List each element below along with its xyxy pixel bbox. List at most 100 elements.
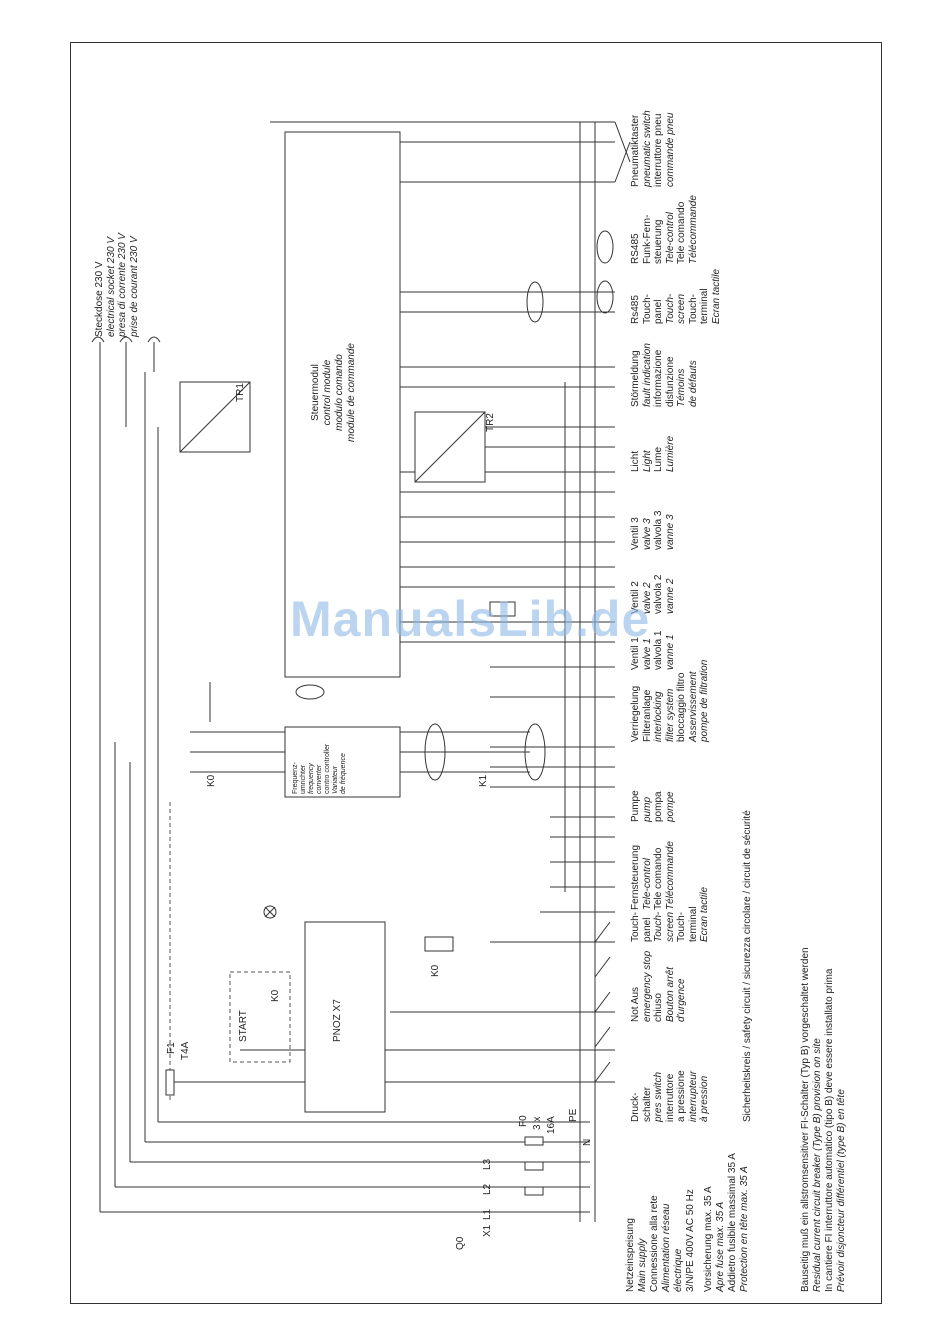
socket-0: Steckdose 230 V — [94, 261, 105, 337]
k0-coil — [424, 936, 454, 952]
touch1-5: terminal — [687, 906, 699, 942]
l1-label: L1 — [482, 1208, 493, 1220]
touch2-6: terminal — [699, 288, 710, 324]
touch2-3: Touch- — [664, 293, 676, 324]
k1-contactor-label: K1 — [478, 774, 489, 787]
v3-3: vanne 3 — [664, 514, 676, 550]
stoer-5: de défauts — [687, 360, 699, 407]
socket-l — [91, 336, 105, 343]
fu-6: de fréquence — [340, 753, 347, 794]
pnoz-box — [304, 921, 386, 1113]
licht-1: Light — [641, 450, 653, 472]
fern-3: Télécommande — [664, 841, 676, 910]
verr-3: filter system — [664, 688, 676, 742]
pnoz-label: PNOZ X7 — [332, 999, 343, 1042]
funk-4: Tele comando — [676, 201, 687, 264]
fu-1: umrichter — [300, 764, 307, 794]
fern-2: Tele comando — [653, 847, 664, 910]
v1-3: vanne 1 — [664, 634, 676, 670]
steuer-3: module de commande — [346, 343, 357, 442]
touch2-7: Ecran tactile — [710, 268, 722, 324]
notaus-0: Not Aus — [630, 986, 641, 1022]
tr2-label: TR2 — [485, 413, 496, 432]
k0-label-pnoz: K0 — [270, 989, 281, 1002]
druck-5: interrupteur — [687, 1070, 699, 1122]
pumpe-2: pompa — [653, 791, 664, 822]
socket-pe — [147, 336, 161, 343]
terminal-rows — [170, 121, 615, 1083]
contactor-k0 — [190, 682, 285, 773]
control-module-box — [284, 131, 401, 678]
fern-1: Tele-control — [641, 858, 653, 910]
notaus-2: chiuso — [653, 993, 664, 1022]
verr-0: Verriegelung — [630, 685, 641, 742]
n-label: N — [582, 1138, 593, 1146]
v3-2: valvola 3 — [653, 510, 664, 550]
steuer-1: control module — [322, 359, 333, 426]
touch2-2: panel — [653, 299, 664, 324]
l3-label: L3 — [482, 1158, 493, 1170]
touch2-0: Rs485 — [630, 295, 641, 324]
touch2-5: Touch- — [687, 293, 699, 324]
pumpe-0: Pumpe — [630, 790, 641, 822]
f0-amp: 16A — [546, 1116, 557, 1134]
q0-label: Q0 — [455, 1236, 466, 1250]
note-0: Bauseitig muß ein allstromsensitiver FI-… — [800, 947, 811, 1292]
stoer-4: Témoins — [676, 368, 687, 407]
diagram-stage: Netzeinspeisung Main supply Connessione … — [70, 42, 882, 1304]
touch2-1: Touch- — [641, 293, 653, 324]
x1-label: X1 — [482, 1224, 493, 1237]
fu-4: contro controller — [324, 743, 331, 794]
steuer-2: modulo comando — [334, 354, 345, 431]
supply-wires — [99, 372, 590, 1213]
safety-switches — [594, 921, 611, 1083]
stoer-1: fault indication — [641, 343, 653, 407]
druck-3: interruttore — [664, 1073, 676, 1122]
tr1-label: TR1 — [235, 383, 246, 402]
funk-2: steuerung — [653, 219, 664, 264]
fu-5: Variateur — [332, 765, 339, 794]
druck-0: Druck- — [630, 1092, 641, 1122]
pneu-3: commande pneu — [664, 112, 676, 188]
fu-0: Frequenz- — [292, 762, 299, 794]
druck-4: a pressione — [676, 1070, 687, 1122]
notaus-3: Bouton arrêt — [664, 966, 676, 1022]
v2-3: vanne 2 — [664, 578, 676, 614]
fu-3: converter — [316, 764, 323, 794]
verr-4: bloccaggio filtro — [676, 672, 687, 742]
pneu-2: interruttore pneu — [653, 113, 664, 187]
v3-1: valve 3 — [641, 518, 653, 550]
pumpe-1: pump — [641, 796, 653, 822]
power-fuse-1: Apre fuse max. 35 A — [715, 1201, 726, 1292]
terminal-strip — [564, 122, 596, 1222]
power-fuse-2: Addietro fusibile massimal 35 A — [727, 1153, 738, 1292]
v1-2: valvola 1 — [653, 630, 664, 670]
notaus-1: emergency stop — [641, 950, 653, 1022]
note-1: Residual current circuit breaker (Type B… — [812, 1038, 823, 1292]
f0-label: F0 — [518, 1115, 529, 1127]
fern-0: Fernsteuerung — [630, 844, 641, 910]
verr-6: pompe de filtration — [699, 659, 710, 742]
socket-2: presa di corrente 230 V — [117, 233, 128, 337]
k-coil — [489, 601, 516, 617]
touch2-4: screen — [676, 293, 687, 324]
fuse-f1 — [165, 1069, 175, 1096]
funk-0: RS485 — [630, 233, 641, 264]
licht-3: Lumière — [664, 435, 676, 472]
funk-5: Télécommande — [687, 195, 699, 264]
f1-label: F1 — [166, 1042, 177, 1054]
l2-label: L2 — [482, 1183, 493, 1195]
touch1-6: Ecran tactile — [699, 886, 710, 942]
notaus-4: d'urgence — [676, 978, 687, 1022]
start-label: START — [238, 1010, 249, 1042]
fu-2: frequency — [308, 763, 315, 794]
pneu-0: Pneumatiktaster — [630, 114, 641, 187]
schematic — [91, 121, 631, 1222]
safety-circuit-label: Sicherheitskreis / safety circuit / sicu… — [742, 810, 753, 1122]
page-frame — [70, 42, 882, 1304]
note-2: In cantiere FI interruttore automatico (… — [824, 968, 835, 1292]
pneu-1: pneumatic switch — [641, 110, 653, 187]
contactor-k1 — [295, 684, 546, 781]
k0-coil-label: K0 — [430, 964, 441, 977]
verr-2: interlocking — [653, 691, 664, 742]
